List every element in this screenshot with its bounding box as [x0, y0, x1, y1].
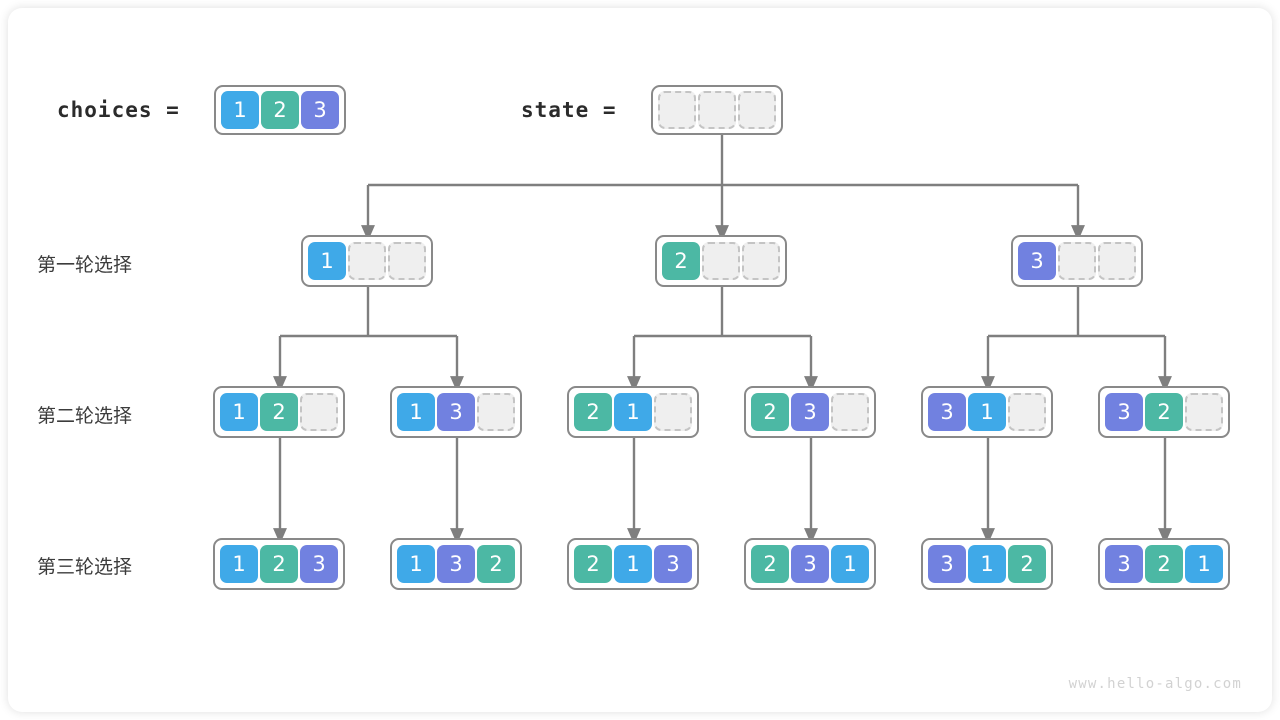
round-1-node-3-cell-1-empty [1058, 242, 1096, 280]
round-1-node-1-cell-0: 1 [308, 242, 346, 280]
round-3-node-6-cell-0: 3 [1105, 545, 1143, 583]
row-label-round-2: 第二轮选择 [37, 405, 133, 427]
choices-cell-2: 3 [301, 91, 339, 129]
round-3-node-2-cell-1: 3 [437, 545, 475, 583]
choices-cell-0: 1 [221, 91, 259, 129]
round-3-node-4-cell-2: 1 [831, 545, 869, 583]
row-label-round-1: 第一轮选择 [37, 254, 133, 276]
choices-cell-1: 2 [261, 91, 299, 129]
round-2-node-6-cell-2-empty [1185, 393, 1223, 431]
round-2-node-4-cell-1: 3 [791, 393, 829, 431]
round-2-node-1-cell-2-empty [300, 393, 338, 431]
round-2-node-3-cell-0: 2 [574, 393, 612, 431]
round-2-node-1-cell-1: 2 [260, 393, 298, 431]
round-3-node-3-cell-1: 1 [614, 545, 652, 583]
round-2-node-6-cell-0: 3 [1105, 393, 1143, 431]
choices-label: choices = [57, 98, 180, 122]
round-3-node-2-cell-0: 1 [397, 545, 435, 583]
round-3-node-1-cell-0: 1 [220, 545, 258, 583]
round-3-node-3-cell-0: 2 [574, 545, 612, 583]
round-1-node-2-cell-1-empty [702, 242, 740, 280]
state-array [651, 85, 783, 135]
watermark: www.hello-algo.com [1068, 676, 1242, 692]
round-3-node-5-cell-0: 3 [928, 545, 966, 583]
state-cell-2-empty [738, 91, 776, 129]
row-label-round-3: 第三轮选择 [37, 556, 133, 578]
round-2-node-4-cell-2-empty [831, 393, 869, 431]
round-1-node-3-cell-0: 3 [1018, 242, 1056, 280]
round-3-node-4-cell-0: 2 [751, 545, 789, 583]
round-2-node-2-cell-2-empty [477, 393, 515, 431]
round-1-node-2: 2 [655, 235, 787, 287]
round-2-node-3-cell-2-empty [654, 393, 692, 431]
round-3-node-2-cell-2: 2 [477, 545, 515, 583]
round-2-node-1-cell-0: 1 [220, 393, 258, 431]
round-2-node-5-cell-0: 3 [928, 393, 966, 431]
round-3-node-4-cell-1: 3 [791, 545, 829, 583]
state-cell-0-empty [658, 91, 696, 129]
round-1-node-1-cell-1-empty [348, 242, 386, 280]
round-2-node-5-cell-2-empty [1008, 393, 1046, 431]
round-3-node-3-cell-2: 3 [654, 545, 692, 583]
state-cell-1-empty [698, 91, 736, 129]
round-2-node-2-cell-0: 1 [397, 393, 435, 431]
round-1-node-1-cell-2-empty [388, 242, 426, 280]
round-1-node-3: 3 [1011, 235, 1143, 287]
round-2-node-5-cell-1: 1 [968, 393, 1006, 431]
round-3-node-1-cell-1: 2 [260, 545, 298, 583]
round-2-node-3-cell-1: 1 [614, 393, 652, 431]
round-3-node-5-cell-1: 1 [968, 545, 1006, 583]
round-1-node-1: 1 [301, 235, 433, 287]
round-1-node-3-cell-2-empty [1098, 242, 1136, 280]
round-2-node-4-cell-0: 2 [751, 393, 789, 431]
round-3-node-5-cell-2: 2 [1008, 545, 1046, 583]
round-3-node-6-cell-2: 1 [1185, 545, 1223, 583]
state-label: state = [521, 98, 617, 122]
round-2-node-6-cell-1: 2 [1145, 393, 1183, 431]
round-1-node-2-cell-2-empty [742, 242, 780, 280]
round-3-node-6-cell-1: 2 [1145, 545, 1183, 583]
round-3-node-1-cell-2: 3 [300, 545, 338, 583]
round-1-node-2-cell-0: 2 [662, 242, 700, 280]
round-2-node-2-cell-1: 3 [437, 393, 475, 431]
